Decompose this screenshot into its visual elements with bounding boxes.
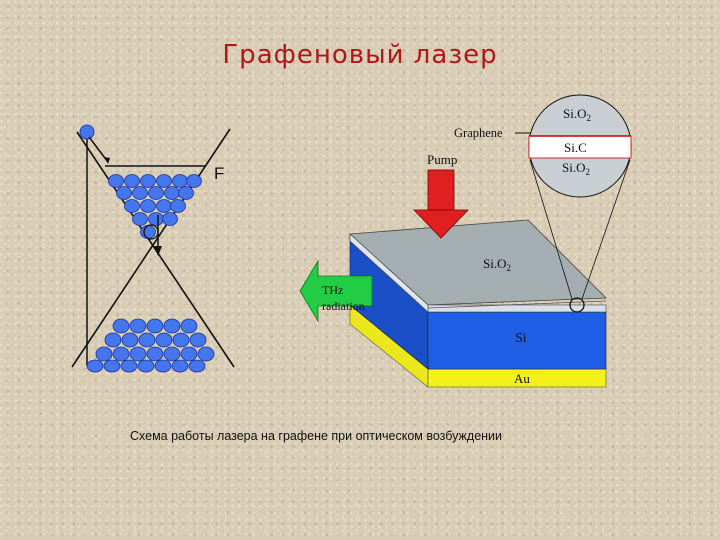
slide-title: Графеновый лазер	[222, 40, 498, 70]
inset-top-label: Si.O2	[563, 106, 591, 123]
au-layer-label: Au	[514, 371, 530, 386]
valence-electrons	[86, 318, 215, 373]
dirac-cone: F	[71, 124, 235, 373]
zoom-marker	[569, 297, 585, 313]
sio2-layer-label: Si.O2	[483, 256, 511, 273]
diagram-caption: Схема работы лазера на графене при оптич…	[130, 429, 503, 443]
excited-electron	[79, 124, 95, 140]
thz-radiation-arrow: THz radiation	[299, 259, 373, 323]
thz-label-line2: radiation	[322, 299, 365, 313]
inset-middle-label: Si.C	[564, 140, 587, 155]
hole-marker	[143, 224, 159, 240]
pump-arrow: Pump	[413, 152, 469, 239]
pump-label: Pump	[427, 152, 457, 167]
graphene-layer-side	[349, 233, 429, 313]
si-substrate-label: Si	[515, 331, 527, 346]
pump-excitation-arrow-head	[154, 246, 162, 256]
graphene-pointer: Graphene	[454, 126, 539, 140]
graphene-label: Graphene	[454, 126, 503, 140]
zoom-line-right	[581, 159, 631, 300]
zoom-inset: Si.O2 Si.C Si.O2	[528, 94, 632, 300]
thz-label-line1: THz	[322, 283, 343, 297]
fermi-level-label: F	[214, 164, 224, 183]
cone-line-right	[71, 128, 231, 368]
zoom-line-left	[529, 159, 573, 300]
conduction-electrons	[108, 174, 202, 239]
inset-bottom-label: Si.O2	[562, 160, 590, 177]
graphene-film-line	[427, 300, 607, 309]
relaxation-arrow-head	[104, 157, 110, 164]
si-front-face	[427, 311, 607, 370]
device-block: Si.O2 Si Au	[349, 219, 607, 388]
